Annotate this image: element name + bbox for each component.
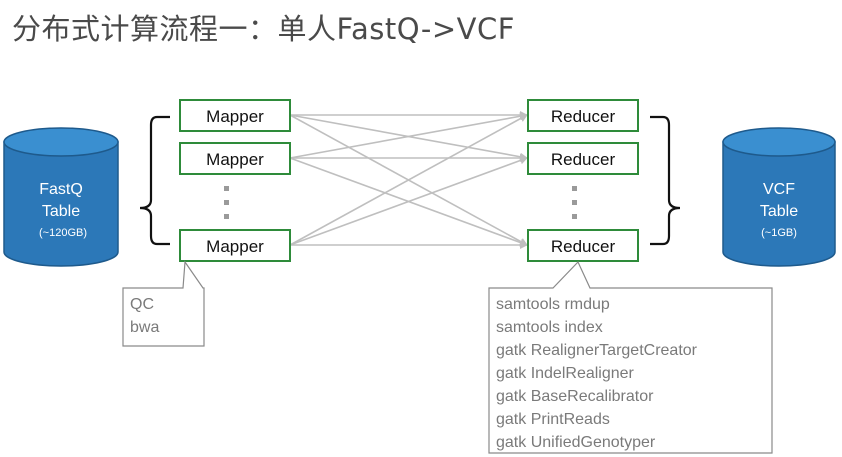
fastq-table-name-line2: Table — [42, 203, 80, 220]
mapper-node[interactable]: Mapper — [179, 142, 291, 175]
reducer-box — [527, 142, 639, 175]
reducer-callout-outline — [488, 260, 773, 454]
mapper-box — [179, 142, 291, 175]
mapper-box — [179, 229, 291, 262]
right-curly-bracket — [650, 115, 681, 246]
reducer-callout-line: samtools rmdup — [496, 296, 610, 313]
mapper-callout-line: bwa — [130, 319, 159, 336]
reducer-callout-line: gatk RealignerTargetCreator — [496, 342, 698, 359]
fastq-cylinder-top — [3, 127, 119, 157]
mapper-reducer-connections — [289, 111, 528, 249]
connection-arrow — [289, 112, 528, 159]
reducer-label: Reducer — [551, 237, 616, 256]
reducer-callout-line: gatk PrintReads — [496, 411, 610, 428]
left-curly-bracket — [139, 115, 170, 246]
fastq-cylinder-body — [3, 141, 119, 267]
mapper-label: Mapper — [206, 237, 264, 256]
reducer-label: Reducer — [551, 107, 616, 126]
vertical-dots-icon — [224, 186, 229, 219]
reducer-box — [527, 229, 639, 262]
reducer-callout-line: samtools index — [496, 319, 603, 336]
mapper-callout: QC bwa — [122, 260, 205, 347]
mapper-box — [179, 99, 291, 132]
reducer-node[interactable]: Reducer — [527, 142, 639, 175]
reducer-callout-line: gatk BaseRecalibrator — [496, 388, 654, 405]
vcf-cylinder-body — [722, 141, 836, 267]
fastq-table-size: (~120GB) — [39, 227, 87, 239]
fastq-table-cylinder: FastQ Table (~120GB) — [3, 127, 119, 267]
reducer-box — [527, 99, 639, 132]
vcf-table-name-line1: VCF — [763, 181, 795, 198]
fastq-table-name-line1: FastQ — [39, 181, 83, 198]
mapper-label: Mapper — [206, 150, 264, 169]
reducer-callout-line: gatk UnifiedGenotyper — [496, 434, 656, 451]
vertical-dots-icon — [572, 186, 577, 219]
vcf-table-size: (~1GB) — [761, 227, 797, 239]
mapper-node[interactable]: Mapper — [179, 229, 291, 262]
connection-arrow — [289, 114, 528, 246]
mapper-callout-outline — [122, 260, 205, 347]
vcf-cylinder-top — [722, 127, 836, 157]
connection-arrow — [289, 156, 528, 246]
reducer-callout: samtools rmdup samtools index gatk Reali… — [488, 260, 773, 454]
reducer-node[interactable]: Reducer — [527, 229, 639, 262]
reducer-label: Reducer — [551, 150, 616, 169]
vcf-table-name-line2: Table — [760, 203, 798, 220]
vcf-table-cylinder: VCF Table (~1GB) — [722, 127, 836, 267]
page-title: 分布式计算流程一：单人FastQ->VCF — [12, 12, 515, 46]
mapper-label: Mapper — [206, 107, 264, 126]
mapper-node[interactable]: Mapper — [179, 99, 291, 132]
mapper-callout-line: QC — [130, 296, 154, 313]
reducer-node[interactable]: Reducer — [527, 99, 639, 132]
reducer-callout-line: gatk IndelRealigner — [496, 365, 635, 382]
